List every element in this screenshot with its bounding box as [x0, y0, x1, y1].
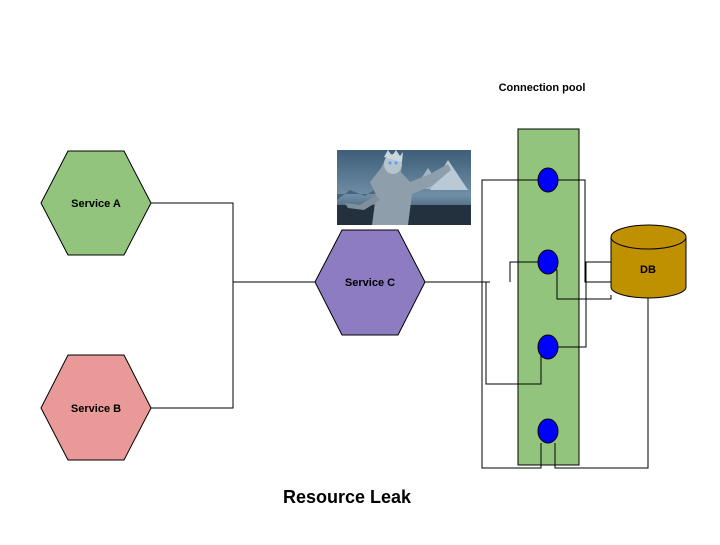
db-label: DB — [640, 264, 656, 276]
connection-1 — [537, 167, 559, 193]
service-b-node: Service B — [40, 354, 152, 461]
service-connectors — [151, 202, 490, 409]
connection-pool-label: Connection pool — [499, 82, 586, 94]
diagram-title: Resource Leak — [283, 487, 412, 507]
service-a-label: Service A — [71, 198, 121, 210]
connection-4 — [537, 418, 559, 444]
service-c-node: Service C — [314, 229, 426, 336]
connection-2 — [537, 249, 559, 275]
connector-service-a — [151, 202, 234, 282]
night-king-image — [337, 150, 471, 225]
connections — [537, 167, 559, 444]
connection-wires — [481, 179, 649, 469]
db-node: DB — [610, 224, 687, 299]
service-c-label: Service C — [345, 277, 395, 289]
service-b-label: Service B — [71, 403, 121, 415]
service-a-node: Service A — [40, 150, 152, 256]
connection-3 — [537, 334, 559, 360]
connector-service-b — [151, 282, 234, 409]
